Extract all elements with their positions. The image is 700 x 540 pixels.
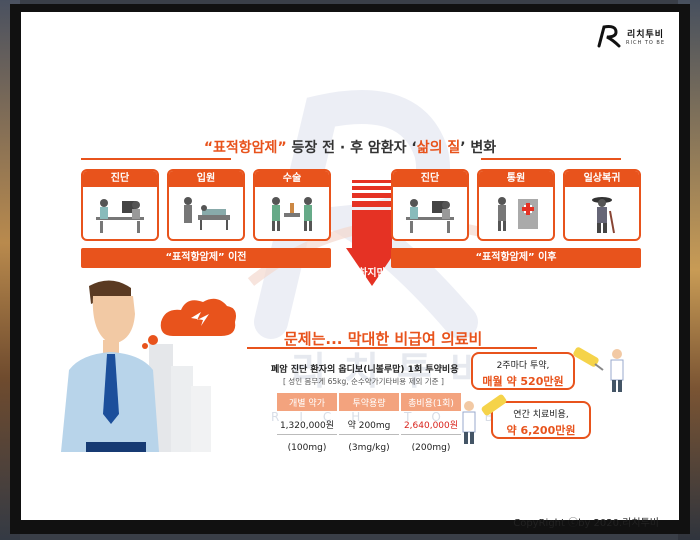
header-unit-price: 개별 약가 xyxy=(277,393,337,411)
table-header-row: 개별 약가 투약용량 총비용(1회) xyxy=(277,393,461,411)
problem-underline xyxy=(247,347,537,349)
problem-heading: 문제는... 막대한 비급여 의료비 xyxy=(284,330,483,348)
copyright-text: CopyRight ⓒby 2020.리치투비 xyxy=(513,518,659,529)
outpatient-icon xyxy=(498,197,538,231)
stage-before-admission: 입원 xyxy=(167,169,245,241)
arrow-label: 하지만 xyxy=(358,268,386,279)
doctor-desk-icon xyxy=(406,199,454,233)
cell-dose: 약 200mg xyxy=(339,414,399,435)
header-dose: 투약용량 xyxy=(339,393,399,411)
bar-before: “표적항암제” 이전 xyxy=(81,248,331,268)
table-row: (100mg) (3mg/kg) (200mg) xyxy=(277,438,461,458)
header-total-cost: 총비용(1회) xyxy=(401,393,461,411)
title-drug: 표적항암제 xyxy=(213,140,278,156)
cost-table: 개별 약가 투약용량 총비용(1회) 1,320,000원 약 200mg 2,… xyxy=(275,390,463,461)
cell-total-cost: 2,640,000원 xyxy=(401,414,461,435)
monthly-cost-value: 매월 약 520만원 xyxy=(482,375,564,388)
monthly-cost-bubble: 2주마다 투약, 매월 약 520만원 xyxy=(471,352,575,390)
stage-after-diagnosis: 진단 xyxy=(391,169,469,241)
bar-after: “표적항암제” 이후 xyxy=(391,248,641,268)
title-underline-left xyxy=(81,158,231,160)
worried-man-icon xyxy=(61,280,236,452)
cell-total-basis: (200mg) xyxy=(411,443,451,453)
cell-dose-basis: (3mg/kg) xyxy=(348,443,390,453)
annual-cost-bubble: 연간 치료비용, 약 6,200만원 xyxy=(491,401,591,439)
table-row: 1,320,000원 약 200mg 2,640,000원 xyxy=(277,414,461,435)
syringe-doctor-icon xyxy=(462,394,507,444)
hospital-bed-icon xyxy=(184,197,230,230)
daily-life-icon xyxy=(592,197,615,234)
stage-before-diagnosis: 진단 xyxy=(81,169,159,241)
stage-after-daily-life: 일상복귀 xyxy=(563,169,641,241)
stage-before-surgery: 수술 xyxy=(253,169,331,241)
watermark-text: 리치투비 xyxy=(291,349,503,393)
infographic-card: 리치투비 RICH TO BE 리치투비 RICH TO BE “표적항암제” … xyxy=(19,10,681,529)
down-arrow-icon xyxy=(346,180,398,286)
brand-logo-icon xyxy=(597,25,621,48)
brand-name: 리치투비 xyxy=(626,29,665,40)
annual-cost-value: 약 6,200만원 xyxy=(506,424,576,437)
brand-logo: 리치투비 RICH TO BE xyxy=(596,24,665,48)
table-title: 폐암 진단 환자의 옵디보(니볼루맙) 1회 투약비용 xyxy=(271,365,459,375)
stage-after-outpatient: 통원 xyxy=(477,169,555,241)
brand-subname: RICH TO BE xyxy=(626,39,665,46)
watermark-subtext: RICH TO BE xyxy=(271,410,541,424)
page-title: “표적항암제” 등장 전 · 후 암환자 ‘삶의 질’ 변화 xyxy=(203,140,497,156)
title-qol: 삶의 질 xyxy=(416,140,461,156)
syringe-nurse-icon xyxy=(573,347,624,392)
surgery-icon xyxy=(272,197,312,231)
title-underline-right xyxy=(481,158,621,160)
cell-unit-price: 1,320,000원 xyxy=(277,414,337,435)
cell-unit-basis: (100mg) xyxy=(287,443,327,453)
doctor-desk-icon xyxy=(96,199,144,233)
table-subtitle: [ 성인 몸무게 65kg, 순수약가기타비용 제외 기준 ] xyxy=(283,377,444,386)
